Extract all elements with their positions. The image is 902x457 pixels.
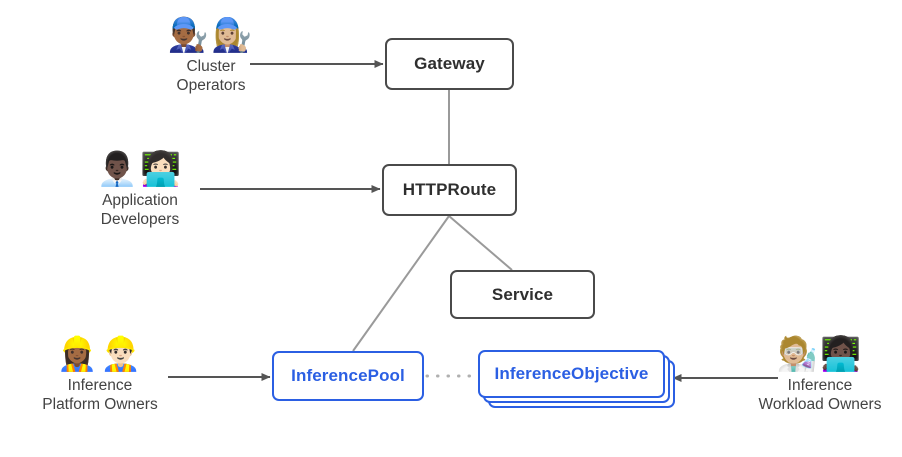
node-inferenceobjective-label: InferenceObjective — [494, 364, 649, 383]
node-service-label: Service — [491, 284, 554, 304]
actor-application-developers[interactable]: 👨🏿‍💼👩🏻‍💻 Application Developers — [45, 149, 235, 230]
actor-inference-platform-owners[interactable]: 👷🏾‍♀️👷🏻‍♂️ Inference Platform Owners — [5, 334, 195, 415]
inference-platform-owners-emoji-icon: 👷🏾‍♀️👷🏻‍♂️ — [56, 334, 144, 373]
node-httproute-label: HTTPRoute — [402, 180, 497, 199]
node-httproute[interactable]: HTTPRoute — [382, 164, 517, 216]
node-inferencepool[interactable]: InferencePool — [272, 351, 424, 401]
actor-application-developers-label: Application Developers — [100, 191, 180, 229]
node-gateway-label: Gateway — [414, 54, 485, 73]
actor-inference-platform-owners-label: Inference Platform Owners — [42, 376, 158, 414]
link-httproute-inferencepool — [352, 215, 450, 352]
actor-inference-workload-owners[interactable]: 🧑🏼‍🔬👩🏿‍💻 Inference Workload Owners — [725, 334, 902, 415]
node-inferenceobjective[interactable]: InferenceObjective — [478, 350, 665, 398]
actor-cluster-operators-label: Cluster Operators — [176, 57, 246, 95]
node-service[interactable]: Service — [450, 270, 595, 319]
node-inferencepool-label: InferencePool — [291, 366, 405, 385]
inference-workload-owners-emoji-icon: 🧑🏼‍🔬👩🏿‍💻 — [776, 334, 864, 373]
link-httproute-service — [448, 215, 513, 271]
actor-cluster-operators[interactable]: 👨🏾‍🔧👩🏼‍🔧 Cluster Operators — [116, 15, 306, 96]
node-gateway[interactable]: Gateway — [385, 38, 514, 90]
actor-inference-workload-owners-label: Inference Workload Owners — [758, 376, 882, 414]
application-developers-emoji-icon: 👨🏿‍💼👩🏻‍💻 — [96, 149, 184, 188]
cluster-operators-emoji-icon: 👨🏾‍🔧👩🏼‍🔧 — [167, 15, 255, 54]
